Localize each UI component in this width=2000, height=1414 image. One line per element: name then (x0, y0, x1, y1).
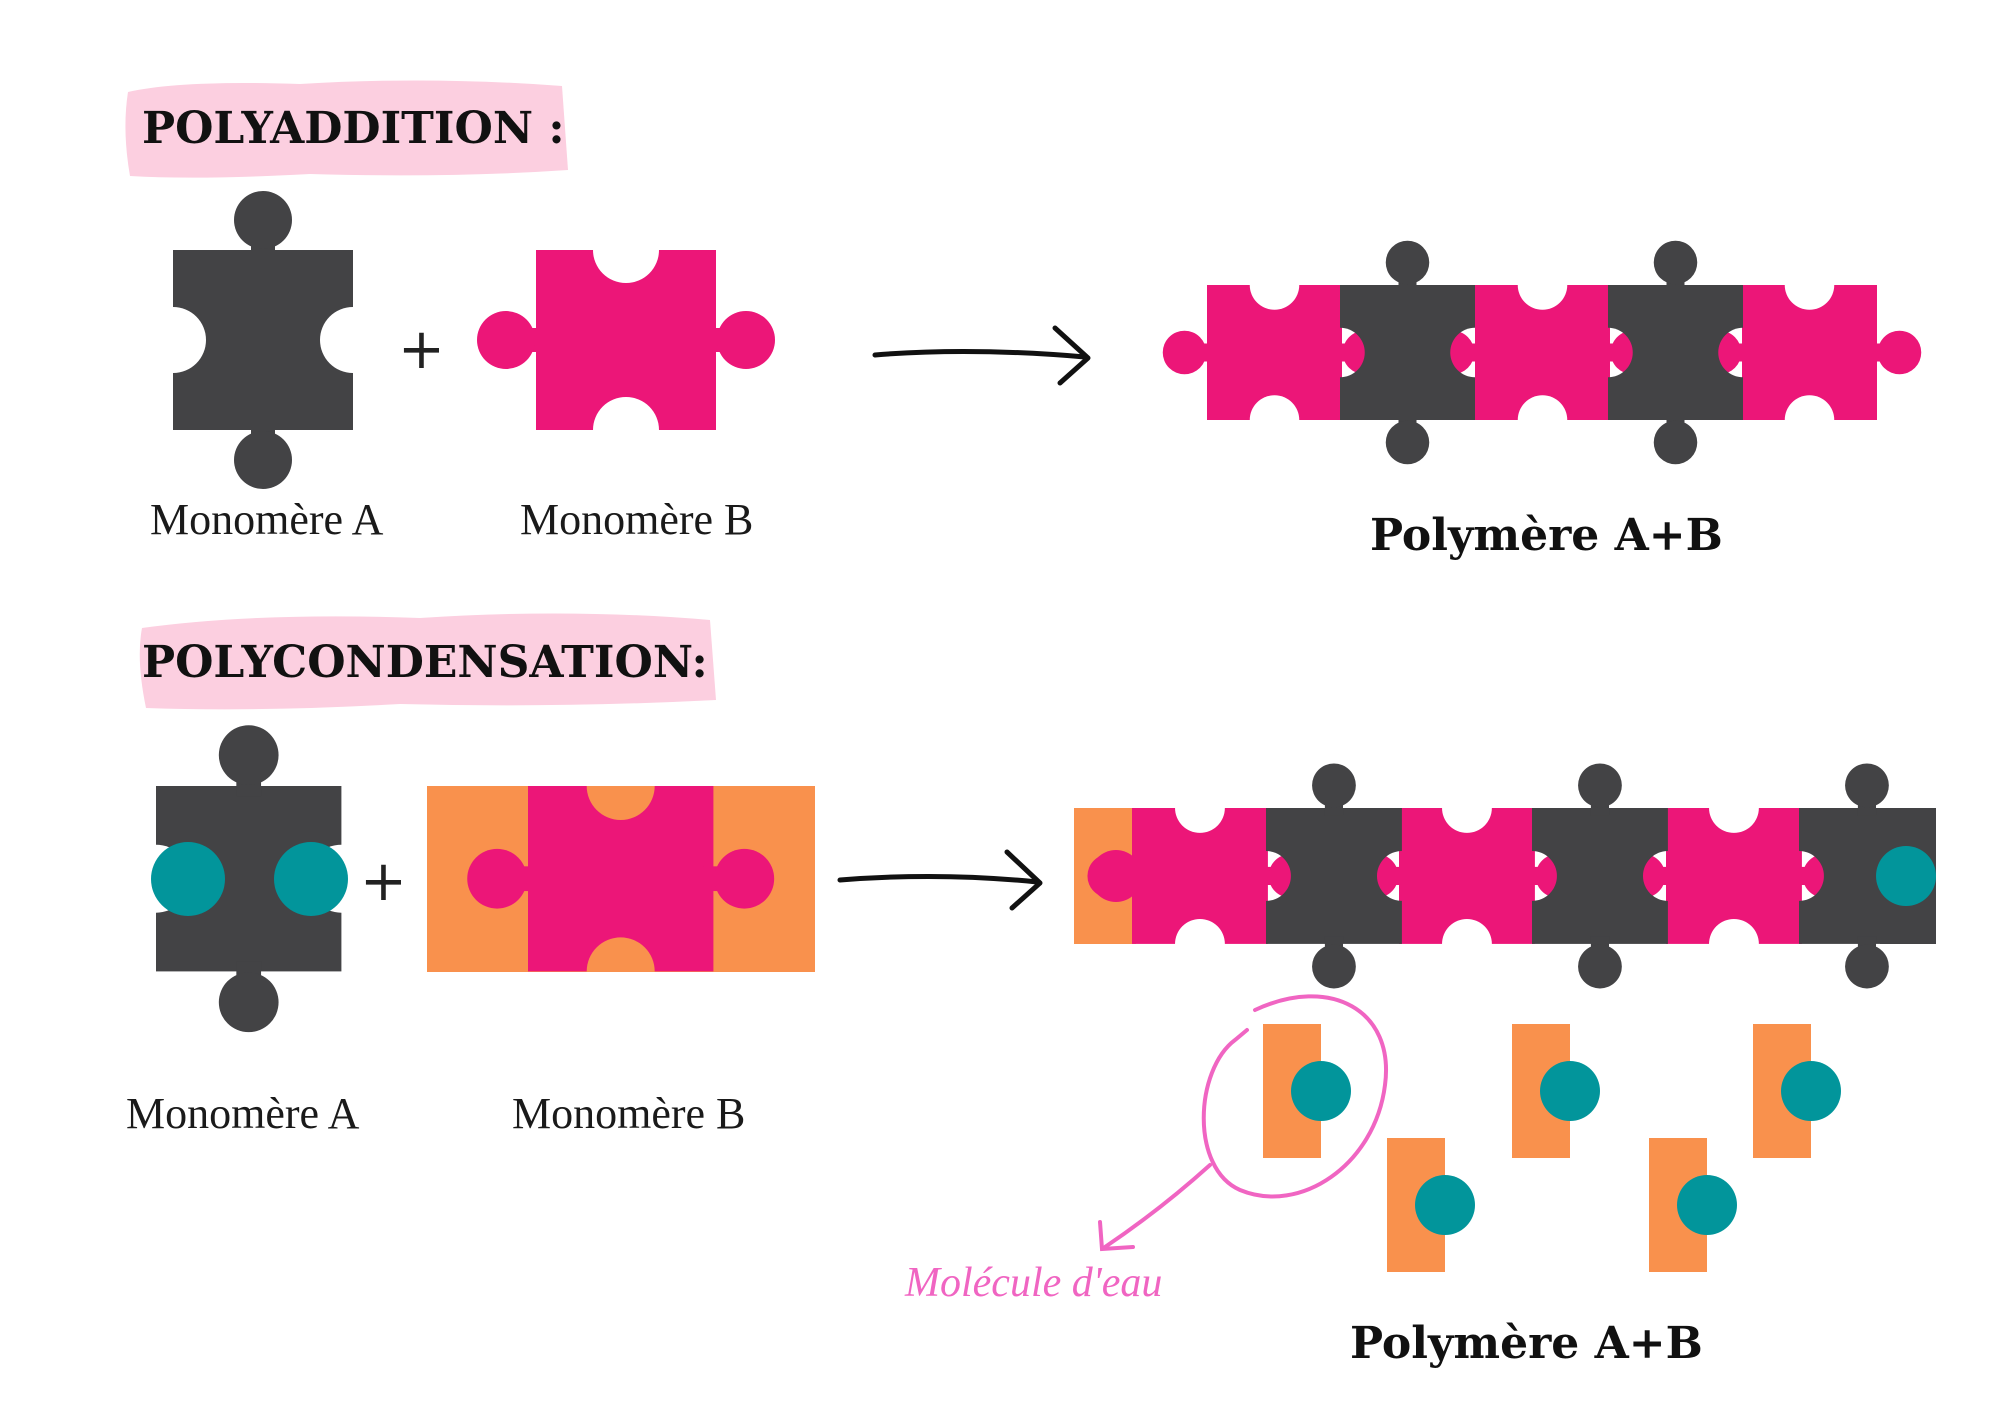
polymer-chain (1163, 241, 1922, 465)
reaction-arrow-icon (872, 325, 1091, 386)
water-molecules (1263, 1024, 1841, 1272)
plus-sign: + (360, 849, 407, 914)
monomer-a-label: Monomère A (126, 1089, 360, 1138)
polycondensation-section: POLYCONDENSATION: + Monomère A Monomère … (126, 613, 1936, 1369)
monomer-a-with-end-groups (151, 725, 348, 1032)
section-title: POLYCONDENSATION: (142, 637, 708, 688)
polymer-label: Polymère A+B (1370, 510, 1723, 561)
reaction-arrow-icon (837, 849, 1043, 911)
polymer-label: Polymère A+B (1350, 1318, 1703, 1369)
plus-sign: + (398, 317, 445, 382)
polymer-chain (1074, 763, 1936, 988)
polyaddition-section: POLYADDITION : + Monomère A Monomère B P… (125, 80, 1921, 561)
annotation-marker (1098, 994, 1389, 1252)
end-group-circle (1876, 846, 1936, 906)
end-group-circle (274, 842, 348, 916)
end-group-circle (151, 842, 225, 916)
water-molecule-label: Molécule d'eau (904, 1260, 1162, 1306)
title-highlight (125, 80, 568, 178)
section-title: POLYADDITION : (142, 103, 565, 154)
monomer-b-label: Monomère B (520, 495, 753, 544)
title-highlight (139, 613, 716, 710)
monomer-b-label: Monomère B (512, 1089, 745, 1138)
monomer-b-with-end-groups (427, 786, 815, 972)
monomer-a-label: Monomère A (150, 495, 384, 544)
